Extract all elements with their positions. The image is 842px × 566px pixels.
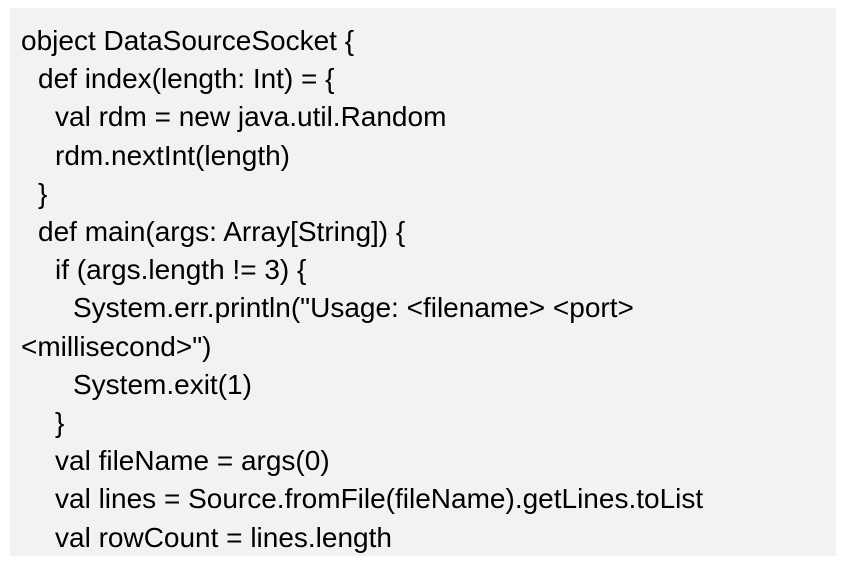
code-line: object DataSourceSocket { (21, 25, 355, 56)
code-line: def index(length: Int) = { (38, 63, 335, 95)
code-line: val fileName = args(0) (55, 445, 330, 477)
code-line: } (38, 177, 48, 209)
code-snippet-panel: object DataSourceSocket { def index(leng… (10, 8, 836, 556)
code-lines: object DataSourceSocket { def index(leng… (10, 22, 703, 557)
code-line: System.exit(1) (73, 368, 252, 400)
code-line: def main(args: Array[String]) { (38, 216, 406, 248)
code-line: val lines = Source.fromFile(fileName).ge… (55, 483, 704, 515)
code-line: if (args.length != 3) { (55, 254, 307, 286)
code-line: val rdm = new java.util.Random (55, 101, 447, 133)
code-line: System.err.println("Usage: <filename> <p… (73, 292, 634, 324)
code-line: <millisecond>") (21, 330, 212, 362)
code-line: rdm.nextInt(length) (55, 139, 290, 171)
code-line: } (55, 407, 65, 439)
code-line: val rowCount = lines.length (55, 521, 392, 553)
